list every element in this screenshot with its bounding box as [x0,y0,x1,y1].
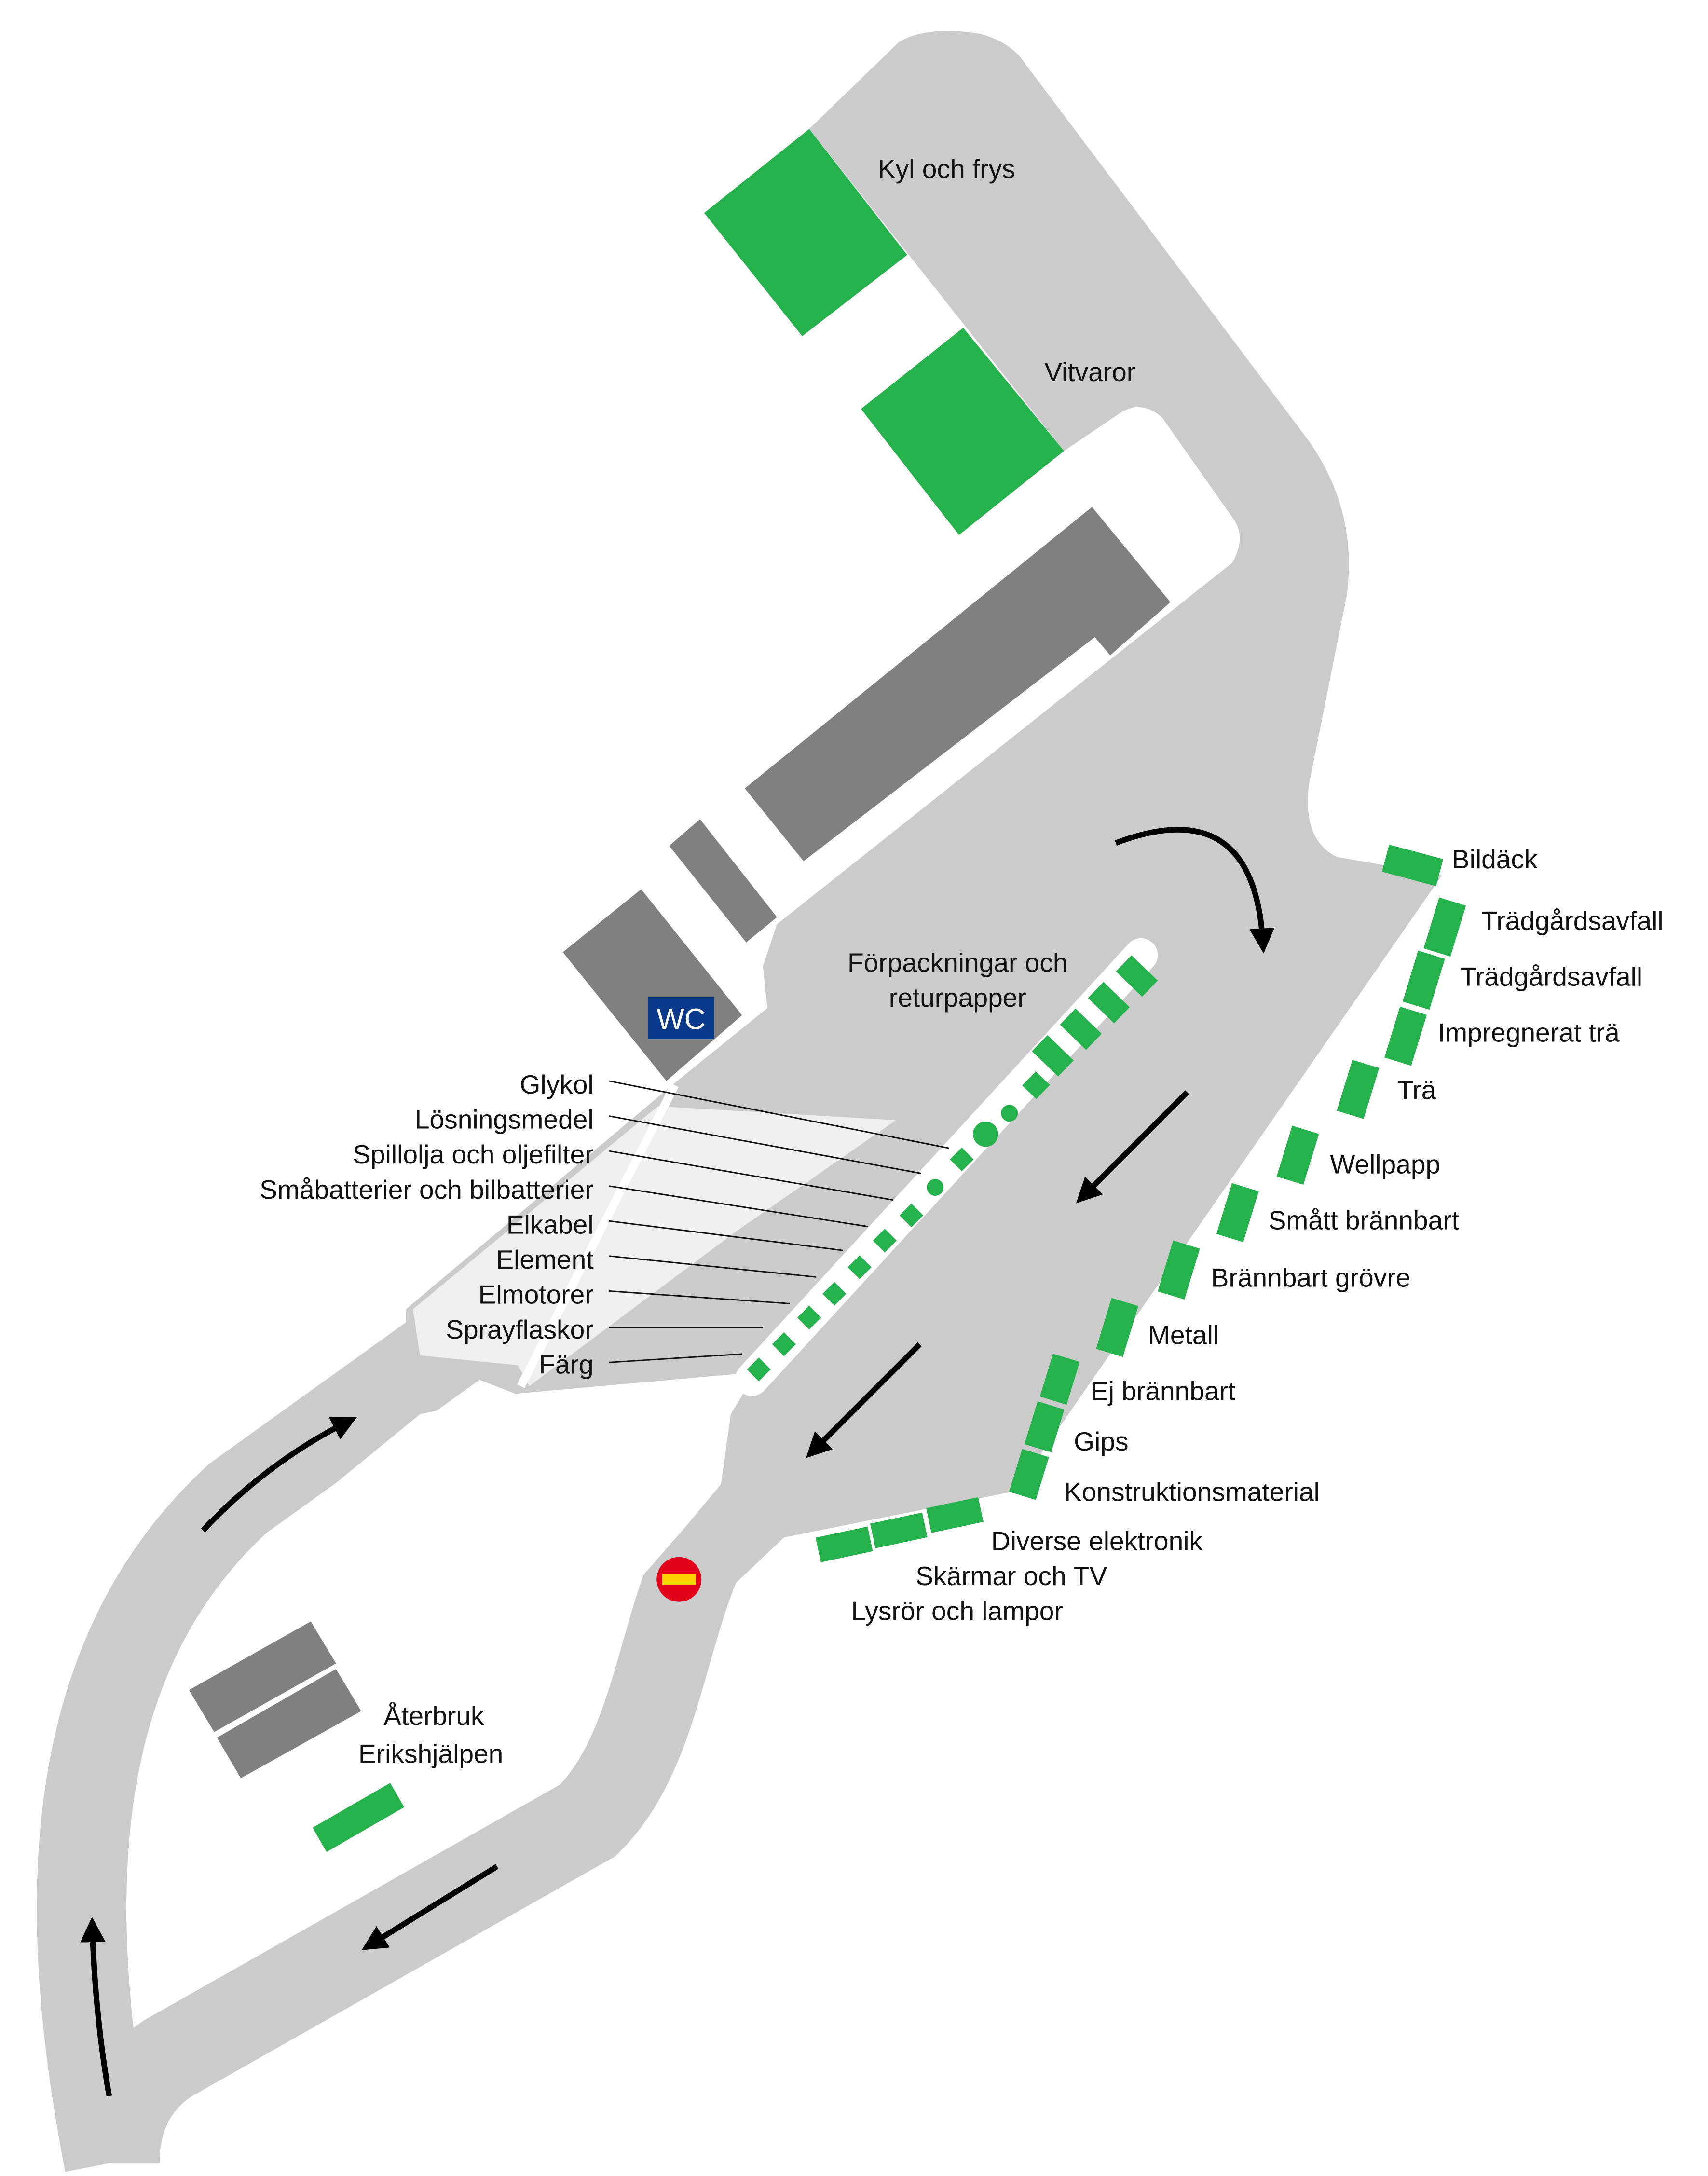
container-metall [1096,1298,1139,1357]
labels: Kyl och frys Vitvaror Förpackningar och … [260,154,1664,1769]
label-spillolja: Spillolja och oljefilter [353,1139,593,1169]
area-divider [517,1083,679,1388]
label-vitvaror: Vitvaror [1044,357,1135,387]
pad-round [973,1122,998,1147]
label-tradgardsavfall-2: Trädgårdsavfall [1460,962,1642,992]
arrow-icon [806,1342,922,1458]
label-losningsmedel: Lösningsmedel [415,1105,594,1135]
leader-lines [609,1080,950,1363]
label-glykol: Glykol [519,1069,593,1099]
pad-small [1022,1071,1050,1099]
container-smatt-brannbart [1216,1183,1259,1243]
station-vitvaror [861,328,1064,535]
label-diverse-elektronik: Diverse elektronik [991,1526,1203,1556]
container-tradgardsavfall-2 [1402,950,1445,1010]
inner-island [140,1372,756,1988]
label-lysror-och-lampor: Lysrör och lampor [851,1596,1063,1626]
label-farg: Färg [539,1350,593,1380]
label-ej-brannbart: Ej brännbart [1091,1376,1235,1406]
container-konstruktionsmaterial [1009,1449,1049,1500]
wc-sign-icon: WC [648,997,714,1039]
container-wellpapp [1276,1125,1319,1185]
wc-label: WC [656,1003,706,1036]
left-loop-road [37,1300,489,2172]
stations [313,129,1466,1852]
container-diverse-elektronik [926,1497,984,1533]
building-main [745,506,1171,862]
building-reuse-2 [217,1669,361,1779]
label-kyl-och-frys: Kyl och frys [878,154,1015,184]
pad-forpackningar [1060,1008,1102,1050]
container-ej-brannbart [1039,1354,1080,1405]
pad-forpackningar [1032,1035,1074,1077]
arrow-icon [80,1916,112,2097]
building-reuse-1 [189,1621,336,1732]
hazardous-waste-area [413,1106,896,1386]
label-forpackningar-1: Förpackningar och [847,948,1068,978]
container-tra [1337,1060,1380,1119]
pad-losningsmedel [927,1179,944,1196]
container-tradgardsavfall-1 [1423,897,1466,957]
pad-forpackningar [1088,982,1130,1024]
container-impregnerat-tra [1384,1006,1427,1066]
buildings [189,506,1171,1779]
roads [37,31,1442,2172]
arrow-icon [1076,1090,1189,1204]
traffic-arrows [80,827,1275,2097]
label-tradgardsavfall-1: Trädgårdsavfall [1481,906,1664,936]
label-sprayflaskor: Sprayflaskor [446,1314,593,1344]
container-skarmar [870,1512,928,1548]
pad-forpackningar [1116,955,1158,997]
arrow-icon [201,1417,357,1533]
label-smabatterier: Småbatterier och bilbatterier [260,1175,593,1204]
label-element: Element [496,1245,593,1274]
label-wellpapp: Wellpapp [1330,1150,1440,1179]
label-metall: Metall [1148,1320,1219,1350]
label-bildack: Bildäck [1452,844,1538,874]
arrow-icon [361,1864,499,1950]
container-gips [1024,1401,1065,1452]
station-aterbruk [313,1783,404,1852]
label-impregnerat-tra: Impregnerat trä [1438,1018,1620,1048]
label-aterbruk: Återbruk [383,1701,484,1731]
no-entry-sign-icon [656,1557,702,1602]
container-brannbart-grovre [1157,1240,1200,1300]
building-small [669,819,777,943]
label-erikshjalpen: Erikshjälpen [358,1738,503,1768]
station-kyl-och-frys [704,129,907,336]
label-elkabel: Elkabel [506,1209,594,1239]
label-konstruktionsmaterial: Konstruktionsmaterial [1064,1477,1320,1507]
label-forpackningar-2: returpapper [889,983,1026,1013]
label-skarmar-och-tv: Skärmar och TV [915,1561,1107,1591]
container-lysror [815,1526,873,1562]
arrow-icon [1115,827,1275,954]
label-tra: Trä [1397,1075,1436,1105]
label-smatt-brannbart: Smått brännbart [1269,1205,1459,1235]
label-elmotorer: Elmotorer [478,1279,594,1309]
pad-round [1001,1105,1018,1122]
label-gips: Gips [1074,1426,1128,1456]
label-brannbart-grovre: Brännbart grövre [1211,1263,1411,1293]
